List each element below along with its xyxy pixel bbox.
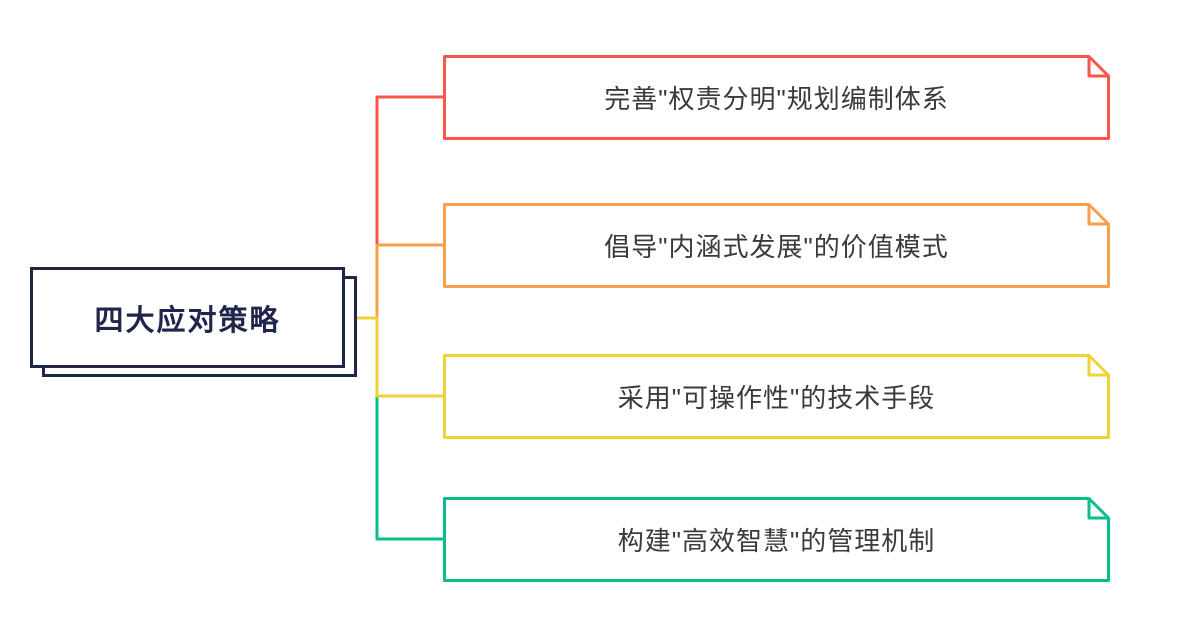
connector-branch-4 [375,394,445,541]
note-frame-icon [443,55,1110,140]
root-label: 四大应对策略 [94,304,281,337]
note-frame-icon [443,497,1110,582]
branch-label-1: 完善"权责分明"规划编制体系 [604,84,949,114]
connector-branch-3 [343,316,445,398]
note-frame-icon [443,203,1110,288]
branch-label-2: 倡导"内涵式发展"的价值模式 [604,232,949,262]
branch-node-2[interactable]: 倡导"内涵式发展"的价值模式 [443,203,1110,288]
branch-node-4[interactable]: 构建"高效智慧"的管理机制 [443,497,1110,582]
connector-branch-2 [375,243,445,320]
branch-label-3: 采用"可操作性"的技术手段 [617,383,936,413]
connector-branch-1 [375,95,445,247]
branch-node-1[interactable]: 完善"权责分明"规划编制体系 [443,55,1110,140]
branch-label-4: 构建"高效智慧"的管理机制 [617,526,936,556]
note-frame-icon [443,354,1110,439]
branch-node-3[interactable]: 采用"可操作性"的技术手段 [443,354,1110,439]
root-node-box: 四大应对策略 [30,267,345,368]
root-node[interactable]: 四大应对策略 [30,267,357,377]
